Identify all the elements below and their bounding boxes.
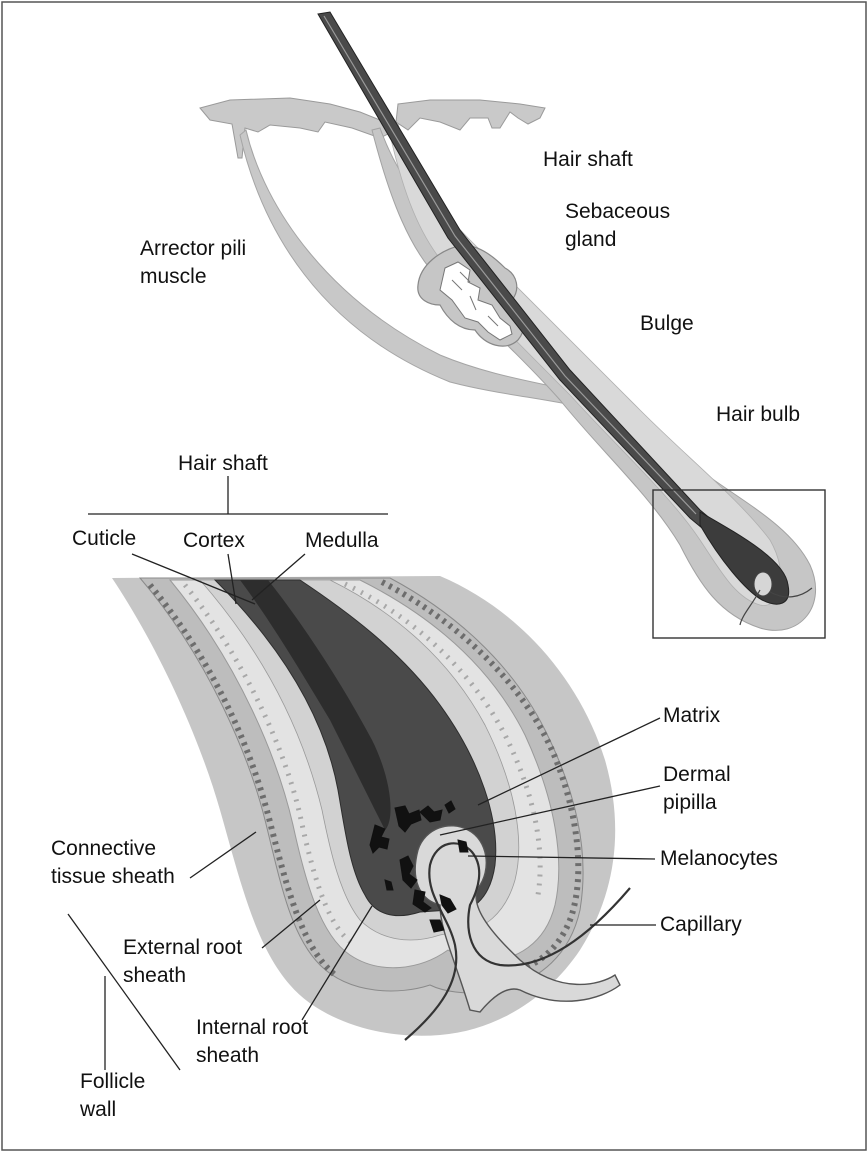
label-cortex: Cortex — [183, 527, 245, 555]
label-external-root-sheath: External root sheath — [123, 934, 242, 990]
skin-surface-left — [200, 98, 392, 158]
label-cuticle: Cuticle — [72, 525, 136, 553]
label-melanocytes: Melanocytes — [660, 845, 778, 873]
label-dermal-papilla: Dermal pipilla — [663, 761, 731, 817]
label-sebaceous-gland: Sebaceous gland — [565, 198, 670, 254]
skin-surface-right — [396, 100, 545, 130]
label-bulge: Bulge — [640, 310, 694, 338]
label-capillary: Capillary — [660, 911, 742, 939]
label-follicle-wall: Follicle wall — [80, 1068, 145, 1124]
label-hair-shaft-group: Hair shaft — [178, 450, 268, 478]
label-hair-bulb: Hair bulb — [716, 401, 800, 429]
label-internal-root-sheath: Internal root sheath — [196, 1014, 308, 1070]
mini-papilla — [754, 572, 772, 596]
label-matrix: Matrix — [663, 702, 720, 730]
label-hair-shaft-top: Hair shaft — [543, 146, 633, 174]
label-medulla: Medulla — [305, 527, 379, 555]
label-connective-tissue-sheath: Connective tissue sheath — [51, 835, 175, 891]
label-arrector-pili-muscle: Arrector pili muscle — [140, 235, 246, 291]
